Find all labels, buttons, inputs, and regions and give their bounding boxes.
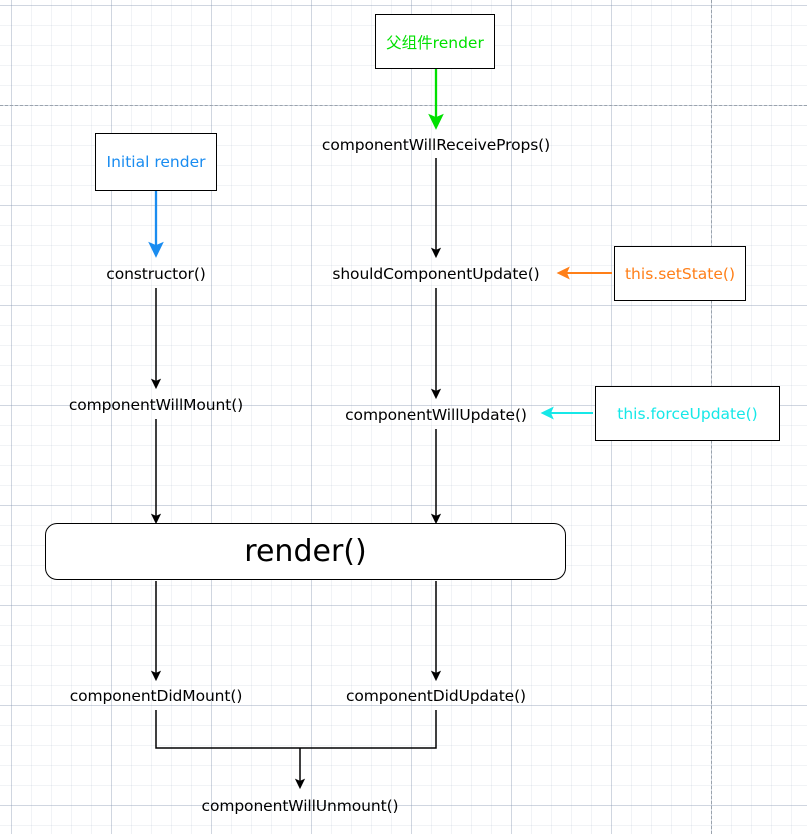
label-component-will-update: componentWillUpdate() — [345, 406, 527, 424]
box-initial-render[interactable]: Initial render — [95, 133, 217, 191]
box-this-force-update-label: this.forceUpdate() — [617, 404, 758, 423]
box-this-set-state-label: this.setState() — [624, 264, 736, 283]
label-constructor: constructor() — [106, 265, 206, 283]
label-component-will-unmount: componentWillUnmount() — [201, 797, 399, 815]
label-component-did-update: componentDidUpdate() — [346, 687, 526, 705]
box-parent-render-label: 父组件render — [386, 33, 484, 52]
label-component-did-mount: componentDidMount() — [69, 687, 243, 705]
box-this-set-state[interactable]: this.setState() — [614, 246, 746, 301]
label-component-will-mount: componentWillMount() — [68, 396, 244, 414]
box-this-force-update[interactable]: this.forceUpdate() — [595, 386, 780, 441]
guide-line-horizontal — [0, 105, 807, 106]
label-should-component-update: shouldComponentUpdate() — [332, 265, 540, 283]
box-render-label: render() — [244, 534, 367, 569]
box-initial-render-label: Initial render — [106, 153, 206, 171]
label-component-will-receive-props: componentWillReceiveProps() — [321, 136, 551, 154]
box-render[interactable]: render() — [45, 523, 566, 580]
edge-merge-to-component-will-unmount — [155, 710, 437, 749]
box-parent-render[interactable]: 父组件render — [375, 14, 495, 69]
